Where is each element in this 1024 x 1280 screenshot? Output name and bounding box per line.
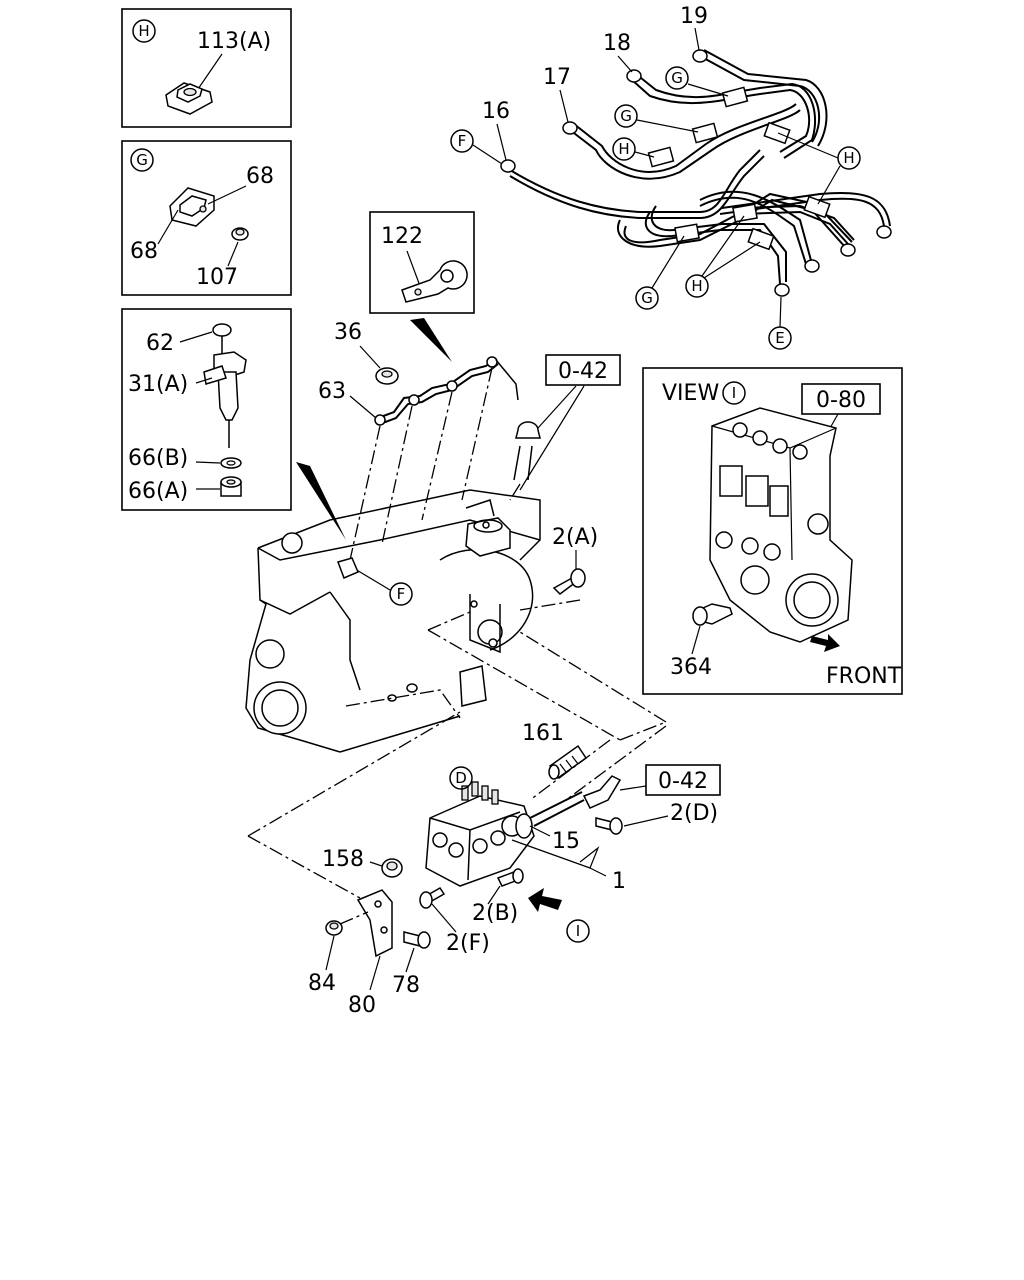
view-circle-letter: I xyxy=(732,384,736,402)
ref-0-42-bottom: 0-42 xyxy=(658,769,708,794)
label-15: 15 xyxy=(552,829,580,854)
part-161-icon xyxy=(548,744,588,780)
engine-circle-d: D xyxy=(455,769,467,787)
label-62: 62 xyxy=(146,331,174,356)
clip-113a-icon xyxy=(165,82,213,115)
pipe-circle-g-top: G xyxy=(671,69,683,87)
label-2b: 2(B) xyxy=(472,901,518,926)
bolt-364-icon xyxy=(692,603,733,626)
pipe-circle-h-left: H xyxy=(618,140,629,158)
inset-h-circle-letter: H xyxy=(138,22,149,40)
engine-circle-i: I xyxy=(576,922,580,940)
inset-clip-g: G 68 68 107 xyxy=(121,140,292,296)
label-68-left: 68 xyxy=(130,239,158,264)
label-161: 161 xyxy=(522,721,564,746)
pipe-circle-f: F xyxy=(458,132,467,150)
pipe-circle-h-right: H xyxy=(843,149,854,167)
label-107: 107 xyxy=(196,265,238,290)
label-66a: 66(A) xyxy=(128,479,188,504)
label-364: 364 xyxy=(670,655,712,680)
label-18: 18 xyxy=(603,31,631,56)
engine-circle-f: F xyxy=(397,585,406,603)
label-2f: 2(F) xyxy=(446,931,490,956)
engine-block xyxy=(245,489,541,753)
label-66b: 66(B) xyxy=(128,446,188,471)
pipe-clips xyxy=(647,86,831,251)
ref-0-42-top: 0-42 xyxy=(558,359,608,384)
label-158: 158 xyxy=(322,847,364,872)
label-122: 122 xyxy=(381,224,423,249)
injector-icon xyxy=(203,323,247,448)
label-36: 36 xyxy=(334,320,362,345)
label-63: 63 xyxy=(318,379,346,404)
bolt-2d-icon xyxy=(595,817,623,835)
label-1: 1 xyxy=(612,869,626,894)
pipe-callouts: 19 18 17 16 F G G H H H G E xyxy=(450,4,861,350)
bolt-2f-icon xyxy=(419,887,446,909)
inset-clip-h: H 113(A) xyxy=(121,8,292,128)
seal-66a-icon xyxy=(220,476,242,497)
nut-158-icon xyxy=(381,858,403,878)
pipe-nuts xyxy=(500,49,892,297)
label-113a: 113(A) xyxy=(197,29,271,54)
label-68-top: 68 xyxy=(246,164,274,189)
pointer-wedge xyxy=(296,462,346,540)
nut-84-icon xyxy=(325,920,343,936)
washer-66b-icon xyxy=(220,457,242,469)
clamp-122-icon xyxy=(401,260,468,303)
pump-block-icon xyxy=(709,407,853,643)
pipe-circle-e: E xyxy=(775,329,784,347)
inset-clamp-122: 122 xyxy=(369,211,475,362)
inset-injector: 62 31(A) 66(B) 66(A) xyxy=(121,308,292,511)
injection-pump-icon xyxy=(425,781,585,887)
label-80: 80 xyxy=(348,993,376,1018)
ref-boxes: 0-42 0-42 xyxy=(519,354,721,796)
inset-g-circle-letter: G xyxy=(136,151,148,169)
view-title: VIEW xyxy=(662,381,719,406)
ref-0-80: 0-80 xyxy=(816,388,866,413)
leak-off-line: 36 63 xyxy=(318,320,541,561)
fitting-icon xyxy=(582,775,622,809)
bolt-2a-icon xyxy=(552,568,586,595)
pipe-circle-g-mid: G xyxy=(620,107,632,125)
nut-107-icon xyxy=(231,227,249,241)
inset-view-i: VIEW I 0-80 364 xyxy=(642,367,903,695)
bolt-2b-icon xyxy=(496,868,524,887)
direction-arrow-icon xyxy=(528,888,562,912)
front-arrow-icon xyxy=(810,634,840,652)
pipe-circle-g-bottom: G xyxy=(641,289,653,307)
label-78: 78 xyxy=(392,973,420,998)
label-31a: 31(A) xyxy=(128,372,188,397)
label-2d: 2(D) xyxy=(670,801,718,826)
bolt-78-icon xyxy=(403,931,431,949)
front-label: FRONT xyxy=(826,664,902,689)
label-19: 19 xyxy=(680,4,708,29)
bracket-80-icon xyxy=(356,889,393,958)
label-17: 17 xyxy=(543,65,571,90)
pipe-circle-h-bottom: H xyxy=(691,277,702,295)
clip-68-icon xyxy=(169,187,215,227)
label-2a: 2(A) xyxy=(552,525,598,550)
label-84: 84 xyxy=(308,971,336,996)
label-16: 16 xyxy=(482,99,510,124)
